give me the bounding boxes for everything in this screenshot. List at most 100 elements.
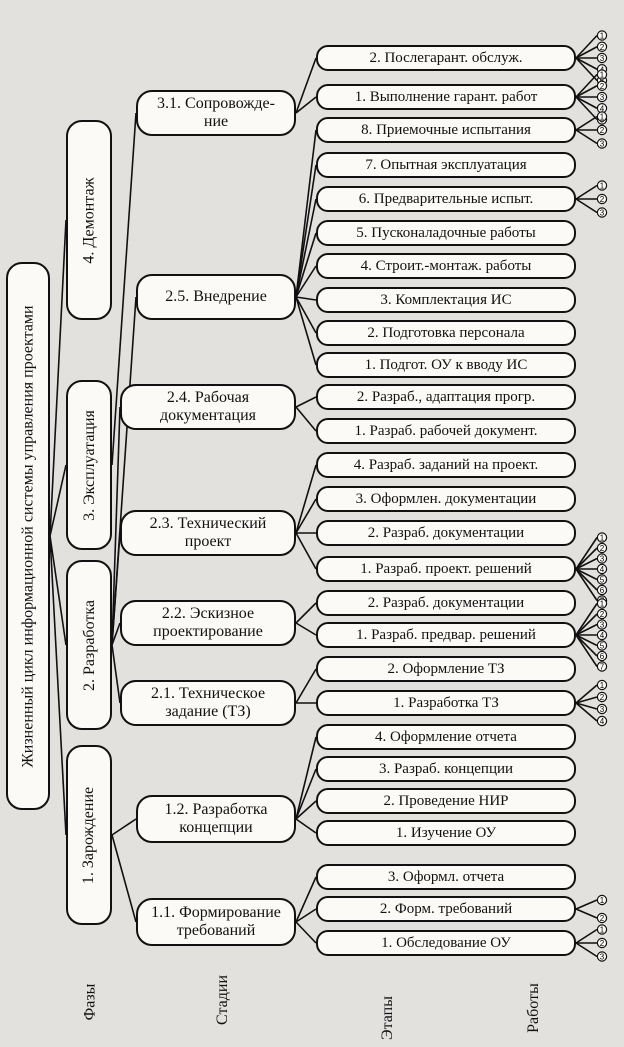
step-to-work [575, 57, 598, 70]
phase-operation: 3. Эксплуатация [66, 380, 112, 550]
label-works: Работы [525, 983, 543, 1033]
stage-to-step [295, 198, 317, 298]
stage-to-step [295, 406, 317, 432]
phase-development: 2. Разработка [66, 560, 112, 730]
stage-2-4: 2.4. Рабочая документация [120, 384, 296, 430]
step-s23-16: 1. Разраб. проект. решений [316, 556, 576, 582]
work-circle [596, 629, 608, 641]
stage-to-step [295, 818, 317, 834]
work-circle [596, 703, 608, 715]
phase-to-stage [111, 644, 121, 704]
phase-to-stage [111, 406, 121, 646]
stage-to-step [295, 265, 317, 298]
stage-2-1: 2.1. Техническое задание (ТЗ) [120, 680, 296, 726]
work-number: 2 [600, 195, 605, 204]
phase-to-stage [111, 532, 121, 646]
work-number: 2 [600, 693, 605, 702]
stage-to-step [295, 96, 317, 114]
work-circle [596, 180, 608, 191]
work-number: 1 [600, 534, 605, 543]
step-to-work [575, 184, 598, 200]
step-to-work [575, 623, 598, 636]
root-to-phase [49, 219, 67, 537]
step-s25-5: 6. Предварительные испыт. [316, 186, 576, 212]
work-number: 3 [600, 953, 605, 962]
root-to-phase [49, 535, 67, 836]
work-circle [596, 924, 608, 935]
step-to-work [575, 34, 598, 59]
stage-to-step [295, 622, 317, 636]
step-s31-2: 1. Выполнение гарант. работ [316, 84, 576, 110]
work-number: 3 [600, 54, 605, 63]
work-number: 4 [600, 104, 605, 113]
work-number: 6 [600, 652, 605, 661]
work-number: 5 [600, 576, 605, 585]
step-to-work [575, 928, 598, 944]
step-s11-25: 3. Оформл. отчета [316, 864, 576, 890]
step-to-work [575, 908, 598, 919]
stage-to-step [295, 668, 317, 704]
work-number: 1 [600, 71, 605, 80]
step-to-work [575, 115, 598, 131]
work-number: 1 [600, 926, 605, 935]
step-to-work [575, 613, 598, 636]
work-circle [596, 52, 608, 64]
step-to-work [575, 537, 598, 570]
work-circle [596, 193, 608, 205]
work-number: 1 [600, 681, 605, 690]
stage-1-2: 1.2. Разработка концепции [136, 795, 296, 843]
work-number: 4 [600, 565, 605, 574]
stage-3-1: 3.1. Сопровожде-ние [136, 90, 296, 136]
work-circle [596, 563, 608, 575]
stage-to-step [295, 921, 317, 944]
step-to-work [575, 942, 598, 958]
work-number: 3 [600, 621, 605, 630]
step-to-work [575, 702, 598, 722]
step-to-work [575, 96, 598, 109]
stage-to-step [295, 232, 317, 298]
work-circle [596, 542, 608, 554]
work-number: 5 [600, 642, 605, 651]
work-number: 2 [600, 544, 605, 553]
step-to-work [575, 684, 598, 704]
step-to-work [575, 634, 598, 657]
step-to-work [575, 96, 598, 121]
step-s12-24: 1. Изучение ОУ [316, 820, 576, 846]
stage-to-step [295, 532, 317, 570]
work-circle [596, 640, 608, 651]
work-number: 2 [600, 126, 605, 135]
step-s25-8: 3. Комплектация ИС [316, 287, 576, 313]
step-s11-26: 2. Форм. требований [316, 896, 576, 922]
work-number: 4 [600, 631, 605, 640]
phase-dismantling: 4. Демонтаж [66, 120, 112, 320]
stage-2-5: 2.5. Внедрение [136, 274, 296, 320]
step-s25-10: 1. Подгот. ОУ к вводу ИС [316, 352, 576, 378]
work-circle [596, 679, 608, 691]
work-circle [596, 124, 608, 136]
step-s21-19: 2. Оформление ТЗ [316, 656, 576, 682]
work-circle [596, 608, 608, 620]
step-to-work [575, 129, 598, 145]
work-circle [596, 661, 608, 672]
work-number: 1 [600, 896, 605, 905]
work-circle [596, 894, 608, 906]
step-to-work [575, 547, 598, 570]
step-to-work [575, 73, 598, 98]
work-number: 1 [600, 113, 605, 122]
stage-to-step [295, 908, 317, 923]
phase-to-stage [111, 834, 137, 923]
main-title-box: Жизненный цикл информационной системы уп… [6, 262, 50, 810]
work-circle [596, 619, 608, 630]
stage-to-step [295, 876, 317, 923]
step-s25-9: 2. Подготовка персонала [316, 320, 576, 346]
work-number: 3 [600, 209, 605, 218]
work-number: 3 [600, 705, 605, 714]
work-circle [596, 80, 608, 91]
work-circle [596, 715, 608, 727]
work-number: 3 [600, 93, 605, 102]
work-circle [596, 553, 608, 564]
step-to-work [575, 57, 598, 82]
step-to-work [575, 568, 598, 601]
step-to-work [575, 46, 598, 59]
